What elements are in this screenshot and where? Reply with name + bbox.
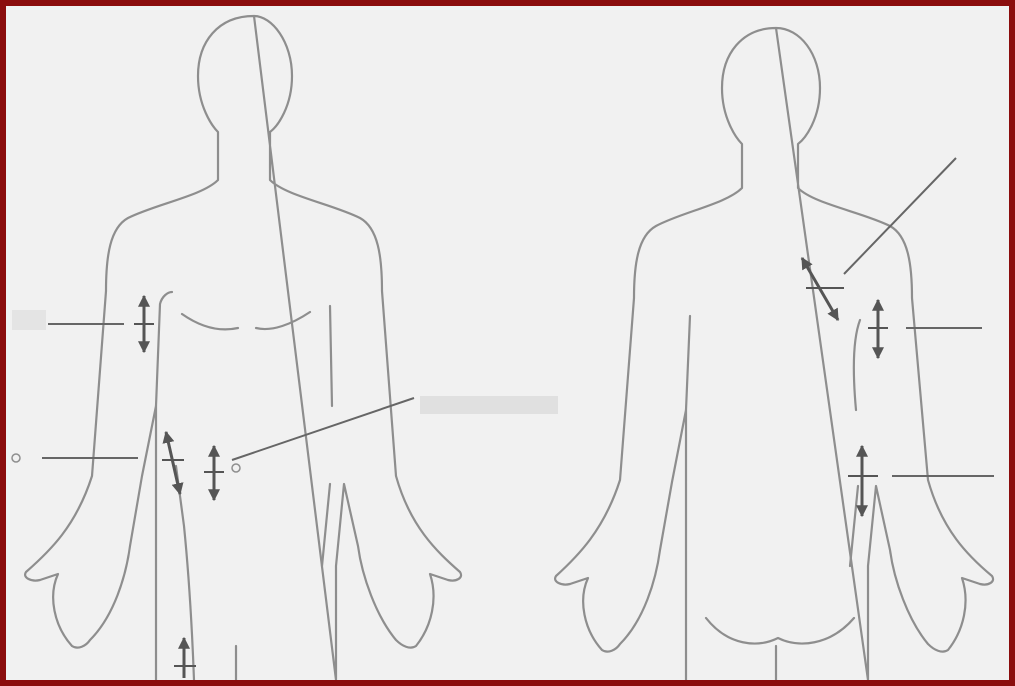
anterior-body-outline	[25, 16, 461, 680]
callout-anterior-left-forearm-arrow	[166, 432, 180, 494]
callout-anterior-right-forearm-dot	[232, 464, 240, 472]
posterior-body-outline	[555, 28, 993, 680]
posterior-armpit-left	[686, 316, 690, 410]
callout-anterior-right-forearm-label-box	[420, 396, 558, 414]
posterior-buttock-line	[706, 618, 854, 643]
body-movement-diagram	[6, 6, 1009, 680]
anterior-callouts	[12, 296, 558, 678]
callout-posterior-shoulder-leader	[844, 158, 956, 274]
anterior-armpit-right	[330, 306, 332, 406]
callout-anterior-left-forearm-dot	[12, 454, 20, 462]
callout-anterior-upper-arm-label-box	[12, 310, 46, 330]
anterior-inner-thigh-right	[322, 484, 330, 566]
anterior-armpit-left	[156, 292, 172, 406]
posterior-body-figure	[555, 28, 993, 680]
callout-anterior-right-forearm-leader	[232, 398, 414, 460]
anterior-body-figure	[25, 16, 461, 680]
posterior-armpit-right	[854, 320, 860, 410]
posterior-inner-thigh-right	[850, 486, 858, 566]
posterior-callouts	[802, 158, 1009, 536]
